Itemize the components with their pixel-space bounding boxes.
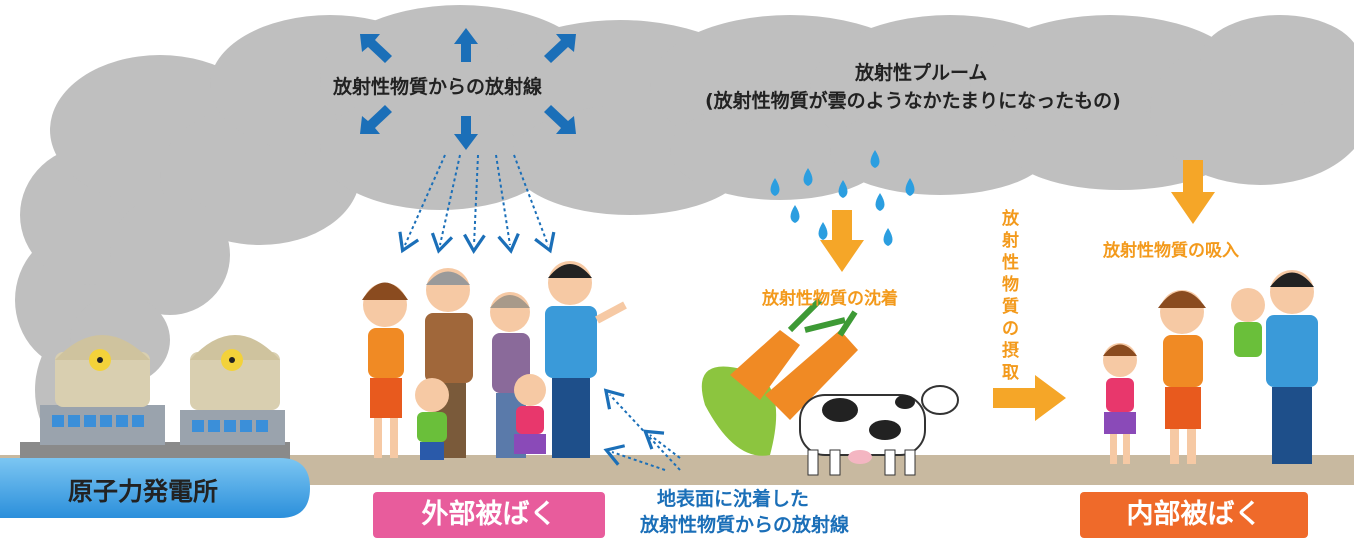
cow-illustration	[799, 385, 959, 476]
internal-exposure-badge: 内部被ばく	[1080, 492, 1308, 538]
plume-title: 放射性プルーム	[855, 62, 988, 84]
arrow-downleft-icon	[360, 105, 392, 134]
family-internal-illustration	[1103, 270, 1318, 464]
radiation-arrows	[360, 28, 576, 150]
rain-drops	[770, 150, 915, 246]
plume-subtitle: (放射性物質が雲のようなかたまりになったもの)	[705, 90, 1121, 112]
arrow-downright-icon	[544, 105, 576, 134]
deposition-arrow-icon	[820, 210, 864, 272]
plant-label-band	[0, 458, 310, 518]
ground-radiation-label-line2: 放射性物質からの放射線	[640, 514, 850, 536]
ground-radiation-label-line1: 地表面に沈着した	[657, 488, 810, 510]
radiation-from-material-label: 放射性物質からの放射線	[333, 76, 543, 98]
deposition-label: 放射性物質の沈着	[762, 289, 898, 309]
arrow-upleft-icon	[360, 34, 392, 63]
ingestion-label: 放射性物質の摂取	[1002, 209, 1019, 383]
inhalation-label: 放射性物質の吸入	[1103, 241, 1239, 261]
ingestion-arrow-icon	[993, 375, 1066, 421]
dotted-rays	[398, 154, 681, 471]
vegetables-illustration	[701, 297, 858, 456]
external-exposure-badge: 外部被ばく	[373, 492, 605, 538]
power-plant	[20, 335, 290, 460]
family-external-illustration	[362, 261, 627, 460]
orange-arrows	[820, 160, 1215, 421]
arrow-upright-icon	[544, 34, 576, 63]
arrow-down-icon	[454, 116, 478, 150]
inhalation-arrow-icon	[1171, 160, 1215, 224]
arrow-up-icon	[454, 28, 478, 62]
power-plant-label: 原子力発電所	[68, 477, 219, 506]
